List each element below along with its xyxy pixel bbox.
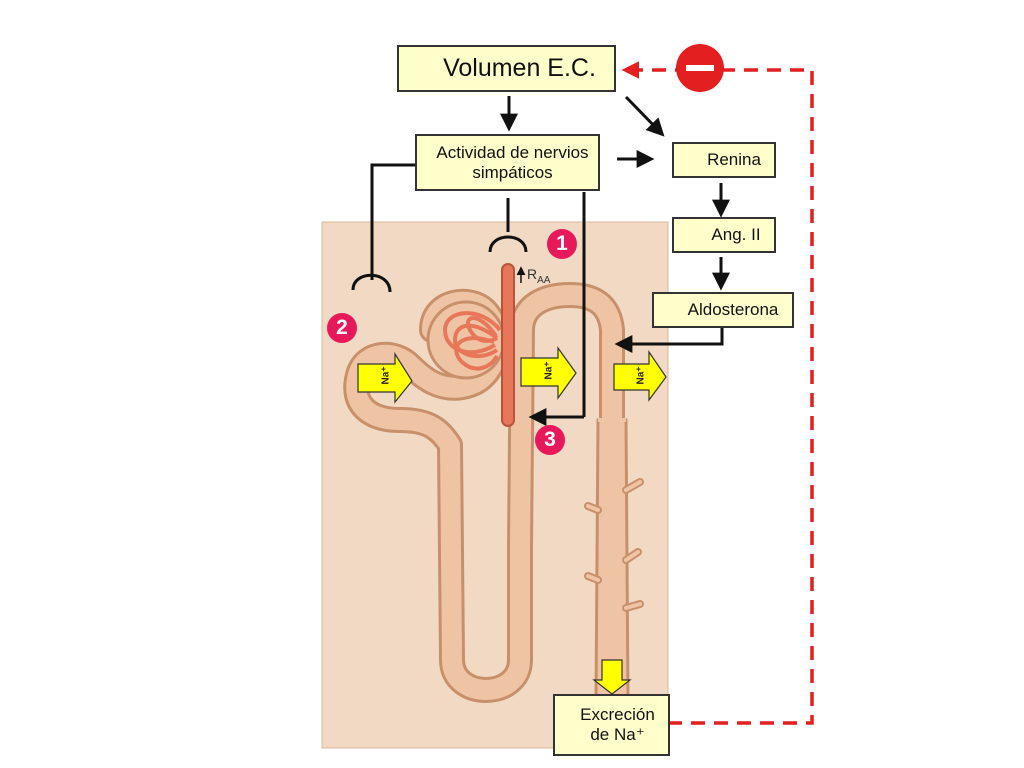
actividad-box: Actividad de nervios simpáticos [415, 134, 600, 191]
na-arrow-loop [520, 346, 577, 400]
arrow-volumen-to-renina [624, 95, 665, 137]
actividad-label: Actividad de nervios simpáticos [436, 142, 589, 182]
aldosterona-label: Aldosterona [687, 300, 779, 320]
volumen-box: Volumen E.C. [397, 45, 616, 92]
na-label-proximal: Na⁺ [380, 366, 392, 385]
arrow-aldosterona-to-duct [614, 327, 724, 353]
aldosterona-box: Aldosterona [652, 292, 794, 328]
na-arrow-duct [613, 350, 667, 402]
badge-2: 2 [327, 313, 357, 343]
negative-feedback-line [621, 61, 814, 725]
glomerulus [442, 311, 502, 371]
ang-label: Ang. II [711, 225, 761, 245]
excretion-arrow [592, 659, 632, 695]
na-label-duct: Na⁺ [635, 366, 647, 385]
ang-box: Ang. II [672, 217, 776, 253]
renina-label: Renina [707, 150, 761, 170]
excrecion-label: Excreción de Na⁺ [580, 705, 655, 744]
na-label-loop: Na⁺ [543, 361, 555, 380]
sympathetic-nerve-lines [351, 163, 528, 293]
raa-label: RAA [527, 266, 551, 286]
na-arrow-proximal [357, 351, 413, 404]
minus-icon [686, 65, 714, 71]
volumen-label: Volumen E.C. [443, 54, 596, 83]
badge-3: 3 [535, 425, 565, 455]
badge-1: 1 [547, 229, 577, 259]
renina-box: Renina [672, 142, 776, 178]
collecting-duct [584, 418, 644, 702]
excrecion-box: Excreción de Na⁺ [553, 694, 670, 756]
